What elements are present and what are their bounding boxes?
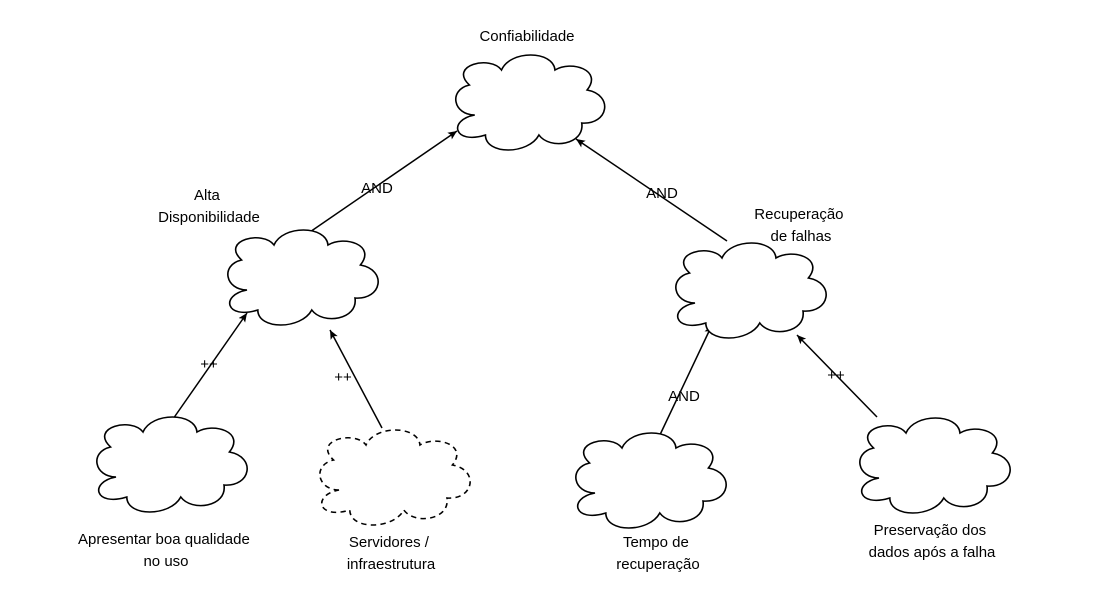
- node-label-line: de falhas: [771, 228, 832, 245]
- edge-qualidade-to-alta: ++: [172, 312, 248, 420]
- cloud-shape: [675, 242, 827, 339]
- cloud-shape: [454, 54, 606, 151]
- edge-alta-to-confiabilidade: AND: [306, 130, 458, 235]
- node-label: Tempo de recuperação: [616, 534, 699, 573]
- softgoal-node-qualidade[interactable]: Apresentar boa qualidade no uso: [78, 416, 254, 570]
- edge-servidores-to-alta: ++: [329, 329, 383, 429]
- goal-node-recuperacao-de-falhas[interactable]: Recuperação de falhas: [675, 206, 848, 339]
- softgoal-node-servidores[interactable]: Servidores / infraestrutura: [319, 429, 471, 573]
- edge-label-and: AND: [361, 180, 393, 197]
- softgoal-node-preservacao[interactable]: Preservação dos dados após a falha: [859, 417, 1011, 561]
- edge-label-plusplus: ++: [827, 367, 845, 384]
- cloud-shape: [575, 432, 727, 529]
- node-label-line: no uso: [143, 553, 188, 570]
- node-label: Preservação dos dados após a falha: [869, 522, 996, 561]
- node-label-line: Servidores /: [349, 534, 430, 551]
- cloud-shape-dashed: [319, 429, 471, 526]
- node-label: Servidores / infraestrutura: [347, 534, 436, 573]
- node-label-line: Preservação dos: [874, 522, 987, 539]
- edge-tempo-to-recuperacao: AND: [657, 324, 713, 440]
- node-label-line: dados após a falha: [869, 544, 996, 561]
- node-label: Apresentar boa qualidade no uso: [78, 531, 254, 570]
- edge-label-and: AND: [646, 185, 678, 202]
- edge-label-and: AND: [668, 388, 700, 405]
- edge-preservacao-to-recuperacao: ++: [796, 334, 878, 418]
- node-label-line: Disponibilidade: [158, 209, 260, 226]
- cloud-shape: [227, 229, 379, 326]
- node-label-line: Alta: [194, 187, 221, 204]
- node-label: Alta Disponibilidade: [158, 187, 260, 226]
- edge-label-plusplus: ++: [200, 356, 218, 373]
- edge-label-plusplus: ++: [334, 369, 352, 386]
- softgoal-node-tempo[interactable]: Tempo de recuperação: [575, 432, 727, 573]
- node-label-line: Recuperação: [754, 206, 843, 223]
- node-label-line: Apresentar boa qualidade: [78, 531, 250, 548]
- goal-node-alta-disponibilidade[interactable]: Alta Disponibilidade: [158, 187, 379, 326]
- edge-recuperacao-to-confiabilidade: AND: [575, 138, 728, 242]
- node-label: Confiabilidade: [479, 28, 574, 45]
- node-label-line: recuperação: [616, 556, 699, 573]
- node-label-line: Tempo de: [623, 534, 689, 551]
- cloud-shape: [859, 417, 1011, 514]
- node-label-line: Confiabilidade: [479, 28, 574, 45]
- node-label-line: infraestrutura: [347, 556, 436, 573]
- goal-node-confiabilidade[interactable]: Confiabilidade: [454, 28, 606, 151]
- cloud-shape: [96, 416, 248, 513]
- node-label: Recuperação de falhas: [754, 206, 847, 245]
